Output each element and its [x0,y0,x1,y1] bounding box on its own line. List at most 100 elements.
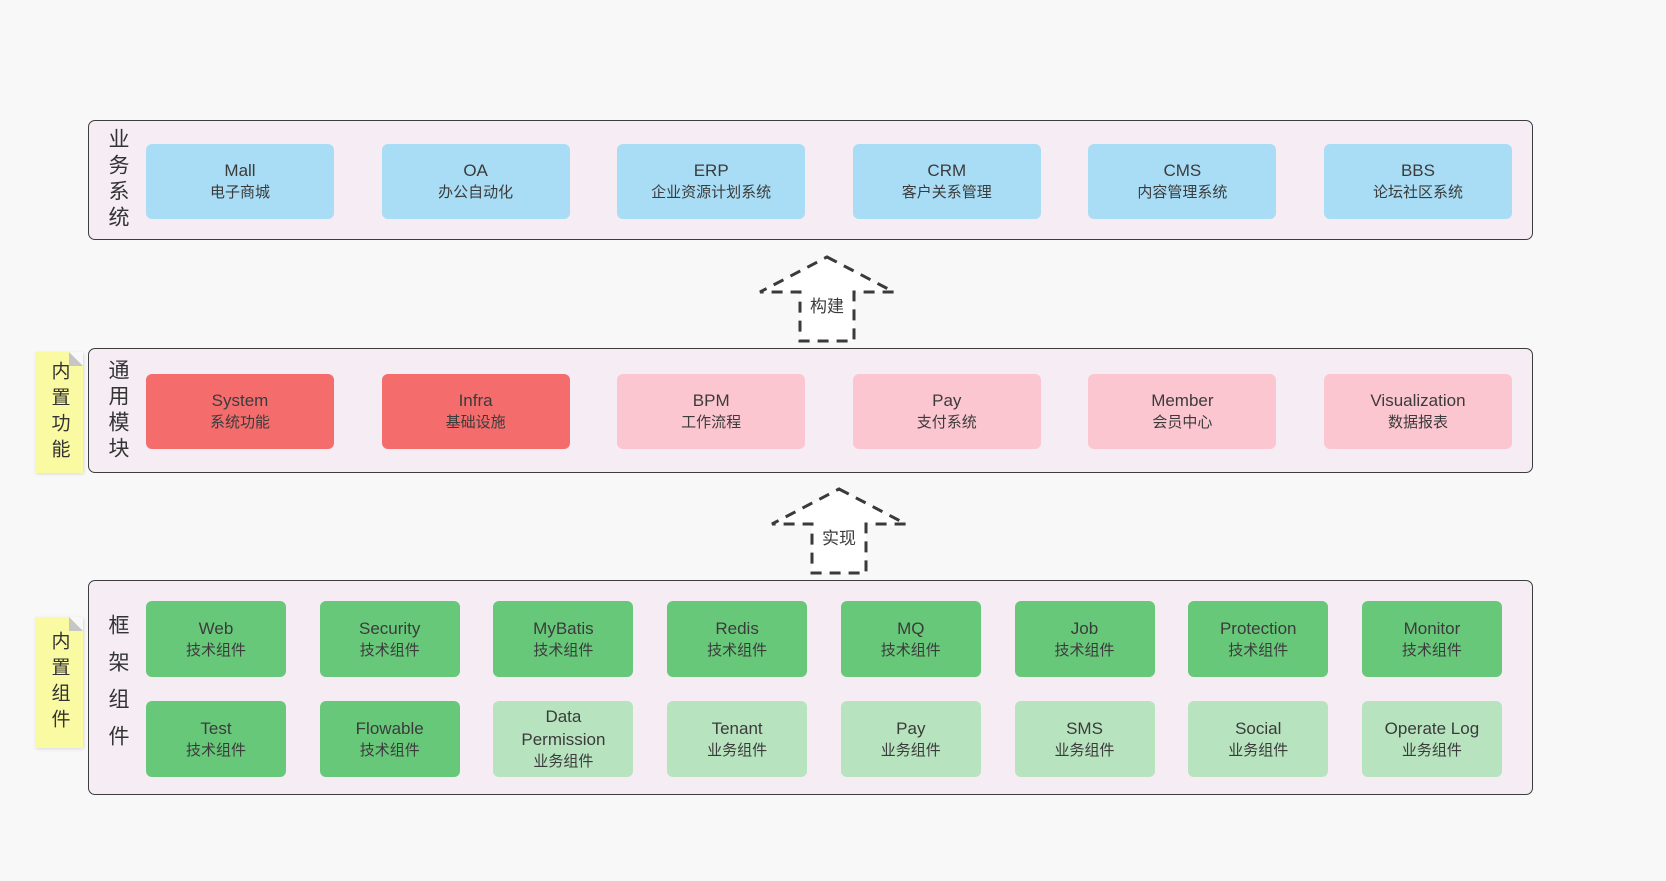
box-title: Data Permission [521,707,606,749]
layer-common-modules: 通用模块 System 系统功能 Infra 基础设施 BPM 工作流程 Pay… [88,348,1533,473]
box-subtitle: 业务组件 [1401,741,1462,759]
box-protection: Protection 技术组件 [1188,601,1329,677]
box-subtitle: 论坛社区系统 [1372,184,1463,201]
box-subtitle: 技术组件 [359,641,420,659]
box-subtitle: 技术组件 [707,641,768,659]
box-title: Visualization [1370,391,1466,410]
box-subtitle: 电子商城 [209,184,270,201]
box-monitor: Monitor 技术组件 [1361,601,1502,677]
box-title: Pay [932,391,962,410]
box-pay: Pay 支付系统 [852,374,1041,449]
box-oa: OA 办公自动化 [381,144,570,219]
business-box-row: Mall 电子商城 OA 办公自动化 ERP 企业资源计划系统 CRM 客户关系… [146,144,1512,219]
box-title: Infra [458,391,493,410]
box-title: Job [1070,618,1099,638]
box-security: Security 技术组件 [319,601,460,677]
box-subtitle: 内容管理系统 [1137,184,1228,201]
box-subtitle: 技术组件 [185,641,246,659]
box-title: Member [1151,391,1214,410]
box-operate-log: Operate Log 业务组件 [1361,701,1502,777]
box-title: System [211,391,269,410]
box-subtitle: 业务组件 [880,741,941,759]
arrow-label-bg [815,523,863,551]
box-visualization: Visualization 数据报表 [1323,374,1512,449]
components-box-row-2: Test 技术组件 Flowable 技术组件 Data Permission … [146,701,1502,777]
box-title: BPM [692,391,730,410]
box-job: Job 技术组件 [1014,601,1155,677]
components-box-row-1: Web 技术组件 Security 技术组件 MyBatis 技术组件 Redi… [146,601,1502,677]
box-mall: Mall 电子商城 [146,144,334,219]
box-title: Security [358,618,421,638]
box-data-permission: Data Permission 业务组件 [493,701,634,777]
box-system: System 系统功能 [146,374,334,449]
box-title: MyBatis [533,618,594,638]
box-title: Monitor [1403,618,1461,638]
box-subtitle: 支付系统 [916,414,977,431]
box-title: ERP [693,161,729,180]
box-subtitle: 办公自动化 [438,184,514,201]
box-crm: CRM 客户关系管理 [852,144,1041,219]
arrow-label: 构建 [810,297,844,316]
box-test: Test 技术组件 [146,701,286,777]
sticky-note-label: 内置组件 [48,630,70,735]
box-flowable: Flowable 技术组件 [319,701,460,777]
box-title: OA [463,161,488,180]
box-subtitle: 基础设施 [445,414,506,431]
up-arrow-graphic: 实现 [771,487,907,575]
box-cms: CMS 内容管理系统 [1088,144,1277,219]
layer-business-systems: 业务系统 Mall 电子商城 OA 办公自动化 ERP 企业资源计划系统 CRM… [88,120,1533,240]
box-social: Social 业务组件 [1188,701,1329,777]
box-subtitle: 技术组件 [359,741,420,759]
box-title: CMS [1163,161,1202,180]
sticky-note-built-in-features: 内置功能 [35,352,83,473]
box-bpm: BPM 工作流程 [617,374,806,449]
arrow-label: 实现 [822,529,856,548]
box-title: Mall [224,161,256,180]
box-subtitle: 会员中心 [1152,414,1213,431]
box-subtitle: 系统功能 [209,414,270,431]
box-title: BBS [1400,161,1435,180]
modules-box-row: System 系统功能 Infra 基础设施 BPM 工作流程 Pay 支付系统… [146,374,1512,449]
box-subtitle: 技术组件 [1054,641,1115,659]
box-mq: MQ 技术组件 [840,601,981,677]
box-subtitle: 业务组件 [533,753,594,770]
layer-components-label: 框架组件 [106,613,129,762]
box-web: Web 技术组件 [146,601,286,677]
layer-business-label: 业务系统 [106,128,129,232]
box-subtitle: 技术组件 [1401,641,1462,659]
box-subtitle: 企业资源计划系统 [651,184,772,201]
box-infra: Infra 基础设施 [381,374,570,449]
box-redis: Redis 技术组件 [667,601,808,677]
box-title: Web [198,618,234,638]
up-arrow-graphic: 构建 [759,255,895,343]
box-title: Test [200,718,232,738]
box-subtitle: 技术组件 [1228,641,1289,659]
box-title: Redis [715,618,759,638]
box-title: Protection [1219,618,1297,638]
box-bbs: BBS 论坛社区系统 [1323,144,1512,219]
box-title: CRM [927,161,967,180]
box-pay-biz: Pay 业务组件 [840,701,981,777]
box-subtitle: 技术组件 [880,641,941,659]
box-title: Flowable [355,718,424,738]
box-title: Operate Log [1384,718,1480,738]
box-subtitle: 业务组件 [1054,741,1115,759]
box-title: Tenant [711,718,763,738]
box-mybatis: MyBatis 技术组件 [493,601,634,677]
box-title: MQ [897,618,925,638]
layer-modules-label: 通用模块 [106,358,129,463]
sticky-note-built-in-components: 内置组件 [35,617,83,748]
box-subtitle: 业务组件 [1228,741,1289,759]
arrow-implement: 实现 [769,486,909,576]
box-title: Social [1235,718,1282,738]
box-subtitle: 技术组件 [533,641,594,659]
layer-framework-components: 框架组件 Web 技术组件 Security 技术组件 MyBatis 技术组件… [88,580,1533,795]
box-subtitle: 工作流程 [681,414,742,431]
box-subtitle: 数据报表 [1387,414,1448,431]
box-erp: ERP 企业资源计划系统 [617,144,806,219]
box-subtitle: 技术组件 [185,741,246,759]
sticky-note-label: 内置功能 [48,360,70,465]
box-sms: SMS 业务组件 [1014,701,1155,777]
box-subtitle: 业务组件 [707,741,768,759]
